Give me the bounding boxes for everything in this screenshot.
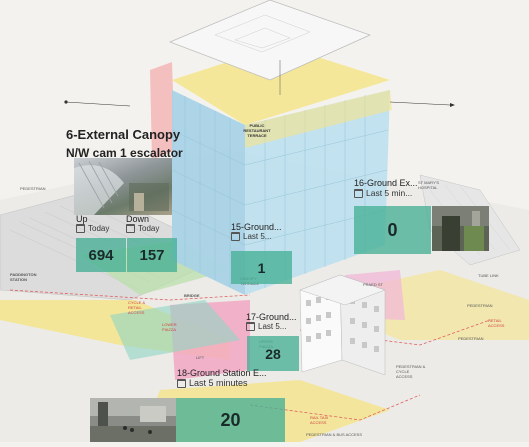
widget-down[interactable]: Down Today bbox=[126, 214, 176, 233]
camera-feed-canopy[interactable] bbox=[74, 158, 172, 215]
camera-feed-ground-18-image bbox=[90, 398, 176, 442]
widget-down-label: Down bbox=[126, 214, 150, 224]
widget-ground-16-period-row: Last 5 min... bbox=[354, 188, 434, 198]
label-paddington: PADDINGTON STATION bbox=[10, 272, 37, 282]
calendar-icon bbox=[126, 224, 135, 233]
widget-up-label: Up bbox=[76, 214, 88, 224]
widget-ground-17-period-row: Last 5... bbox=[246, 322, 312, 331]
label-pedestrian-4: PEDESTRIAN & BUS ACCESS bbox=[306, 432, 363, 437]
label-pedestrian-right: PEDESTRIAN bbox=[458, 336, 484, 341]
widget-ground-18[interactable]: 18-Ground Station E... Last 5 minutes bbox=[177, 368, 285, 388]
widget-down-period: Today bbox=[138, 224, 160, 233]
label-lift: LIFT bbox=[196, 355, 205, 360]
widget-ground-17[interactable]: 17-Ground... Last 5... bbox=[246, 312, 312, 331]
label-cycle-access: CYCLE & RETAIL ACCESS bbox=[128, 300, 146, 315]
label-rail-taxi: RAIL TAXI ACCESS bbox=[310, 415, 329, 425]
red-route-1 bbox=[9, 289, 251, 301]
calendar-icon bbox=[76, 224, 85, 233]
label-retail-access: RETAIL ACCESS bbox=[488, 318, 505, 328]
calendar-icon bbox=[177, 378, 186, 388]
camera-feed-canopy-image bbox=[74, 160, 169, 215]
widget-external-canopy-title: 6-External Canopy bbox=[66, 127, 181, 142]
office-roof bbox=[299, 274, 386, 306]
roof-terrace bbox=[172, 45, 390, 125]
widget-external-canopy[interactable]: 6-External Canopy N/W cam 1 escalator bbox=[66, 127, 183, 162]
widget-ground-15-value-tile[interactable]: 1 bbox=[231, 251, 292, 284]
camera-feed-ground-16[interactable] bbox=[432, 206, 489, 251]
widget-ground-16[interactable]: 16-Ground Ex... Last 5 min... bbox=[354, 178, 434, 198]
widget-ground-18-period: Last 5 minutes bbox=[189, 378, 248, 388]
red-route-3 bbox=[249, 394, 421, 421]
label-pedestrian-1: PEDESTRIAN bbox=[20, 186, 46, 191]
widget-ground-17-period: Last 5... bbox=[258, 322, 287, 331]
widget-ground-18-title: 18-Ground Station E... bbox=[177, 368, 267, 378]
widget-ground-17-value-tile[interactable]: 28 bbox=[247, 336, 299, 371]
label-public-restaurant: PUBLIC RESTAURANT TERRACE bbox=[243, 123, 271, 138]
calendar-icon bbox=[354, 188, 363, 198]
widget-ground-15[interactable]: 15-Ground... Last 5... bbox=[231, 222, 297, 241]
tower-right-face bbox=[245, 90, 390, 295]
teal-zone bbox=[110, 300, 240, 360]
label-bridge: BRIDGE bbox=[184, 293, 200, 298]
widget-ground-16-value: 0 bbox=[387, 219, 398, 240]
widget-up-value-tile[interactable]: 694 bbox=[76, 238, 126, 272]
widget-down-value-tile[interactable]: 157 bbox=[127, 238, 177, 272]
tower-left-face bbox=[172, 90, 245, 295]
widget-ground-16-period: Last 5 min... bbox=[366, 188, 413, 198]
label-pedestrian-2: PEDESTRIAN bbox=[467, 303, 493, 308]
roof-terrace-lower bbox=[245, 90, 392, 148]
widget-ground-16-value-tile[interactable]: 0 bbox=[354, 206, 431, 254]
widget-down-period-row: Today bbox=[126, 224, 176, 233]
calendar-icon bbox=[246, 322, 255, 331]
widget-ground-15-period: Last 5... bbox=[243, 232, 272, 241]
widget-down-value: 157 bbox=[139, 246, 165, 264]
widget-up[interactable]: Up Today bbox=[76, 214, 126, 233]
widget-ground-15-title: 15-Ground... bbox=[231, 222, 282, 232]
label-lower-piazza: LOWER PIAZZA bbox=[162, 322, 177, 332]
canopy-red-column bbox=[150, 62, 175, 160]
widget-ground-17-title: 17-Ground... bbox=[246, 312, 297, 322]
widget-ground-17-value: 28 bbox=[265, 345, 281, 362]
arrow-left bbox=[65, 101, 131, 107]
widget-ground-15-value: 1 bbox=[257, 259, 266, 276]
widget-ground-18-value-tile[interactable]: 20 bbox=[176, 398, 285, 442]
widget-up-period-row: Today bbox=[76, 224, 126, 233]
widget-ground-15-period-row: Last 5... bbox=[231, 232, 297, 241]
widget-ground-18-period-row: Last 5 minutes bbox=[177, 378, 285, 388]
arrow-right bbox=[389, 101, 451, 106]
widget-up-value: 694 bbox=[88, 246, 114, 264]
calendar-icon bbox=[231, 232, 240, 241]
label-pedestrian-3: PEDESTRIAN & CYCLE ACCESS bbox=[396, 364, 426, 379]
camera-feed-ground-18[interactable] bbox=[90, 398, 176, 442]
label-tube-link: TUBE LINK bbox=[478, 273, 499, 278]
label-praed-st: PRAED ST bbox=[363, 282, 384, 287]
widget-ground-18-value: 20 bbox=[220, 409, 241, 430]
widget-ground-16-title: 16-Ground Ex... bbox=[354, 178, 418, 188]
roof-plate bbox=[169, 0, 371, 81]
label-st-marys: ST MARY'S HOSPITAL bbox=[418, 180, 440, 190]
widget-external-canopy-subtitle: N/W cam 1 escalator bbox=[66, 146, 183, 160]
widget-up-period: Today bbox=[88, 224, 110, 233]
camera-feed-ground-16-image bbox=[432, 206, 489, 251]
